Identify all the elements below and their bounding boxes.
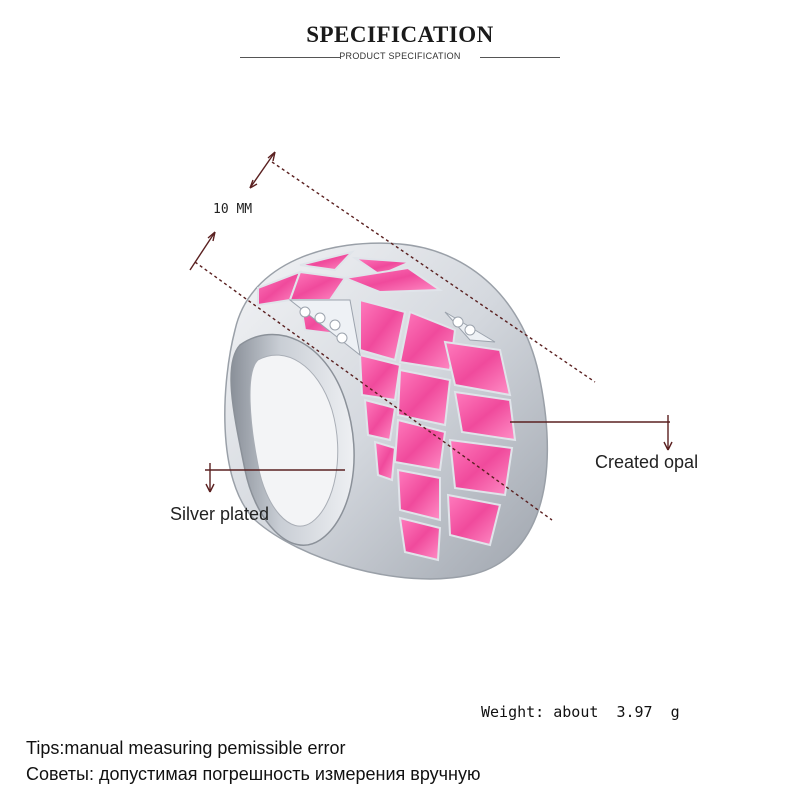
opal-callout-line xyxy=(510,415,673,451)
tips-russian: Советы: допустимая погрешность измерения… xyxy=(26,764,481,784)
opal-inlays xyxy=(257,250,517,562)
crystal-accents xyxy=(288,299,496,357)
page-subtitle: PRODUCT SPECIFICATION xyxy=(339,51,461,61)
width-dimension-guide xyxy=(189,151,596,521)
page-title: SPECIFICATION xyxy=(306,22,494,47)
tips-english: Tips:manual measuring pemissible error xyxy=(26,738,346,758)
subtitle-divider-right xyxy=(480,57,560,58)
subtitle-divider-left xyxy=(240,57,340,58)
width-dimension-label: 10 MM xyxy=(213,202,253,217)
weight-label: Weight: about 3.97 g xyxy=(481,703,680,721)
silver-plated-label: Silver plated xyxy=(170,504,270,524)
created-opal-label: Created opal xyxy=(595,452,699,472)
silver-callout-line xyxy=(205,463,345,493)
subtitle-banner: PRODUCT SPECIFICATION xyxy=(240,51,560,65)
